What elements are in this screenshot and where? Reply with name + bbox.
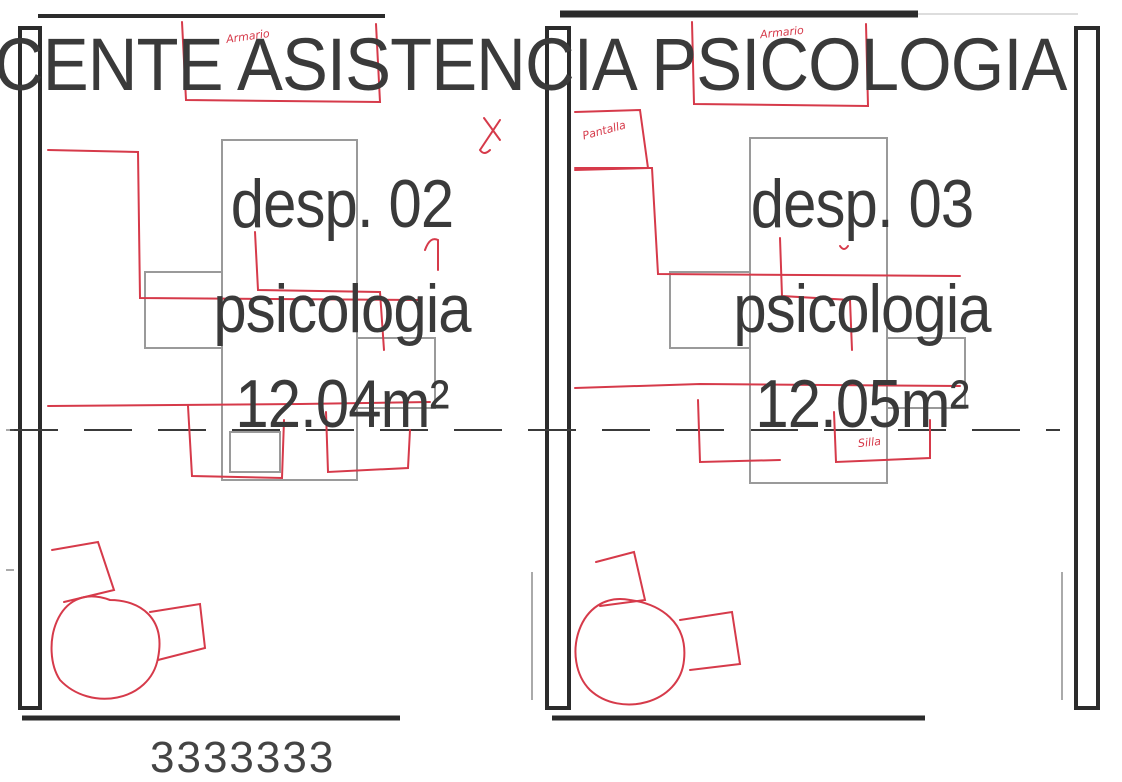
wall-right [1074, 26, 1100, 710]
annotation-silla: Silla [857, 434, 882, 451]
room-02-area: 12.04m² [235, 366, 449, 442]
room-02-use: psicologia [213, 271, 471, 347]
wall-middle [545, 26, 571, 710]
furniture-room-02 [144, 139, 436, 481]
room-02-name: desp. 02 [230, 166, 454, 242]
room-03-area: 12.05m² [755, 366, 969, 442]
plan-header-title: CENTE ASISTENCIA PSICOLOGIA [0, 23, 1067, 106]
room-03-name: desp. 03 [750, 166, 974, 242]
room-03-use: psicologia [733, 271, 991, 347]
bottom-dimension-label: 3333333 [150, 733, 336, 782]
wall-left [18, 26, 42, 710]
markup-room-02 [47, 21, 501, 700]
furniture-room-03 [669, 137, 966, 484]
axis-ticks [6, 429, 1063, 700]
markup-room-03 [574, 21, 961, 706]
